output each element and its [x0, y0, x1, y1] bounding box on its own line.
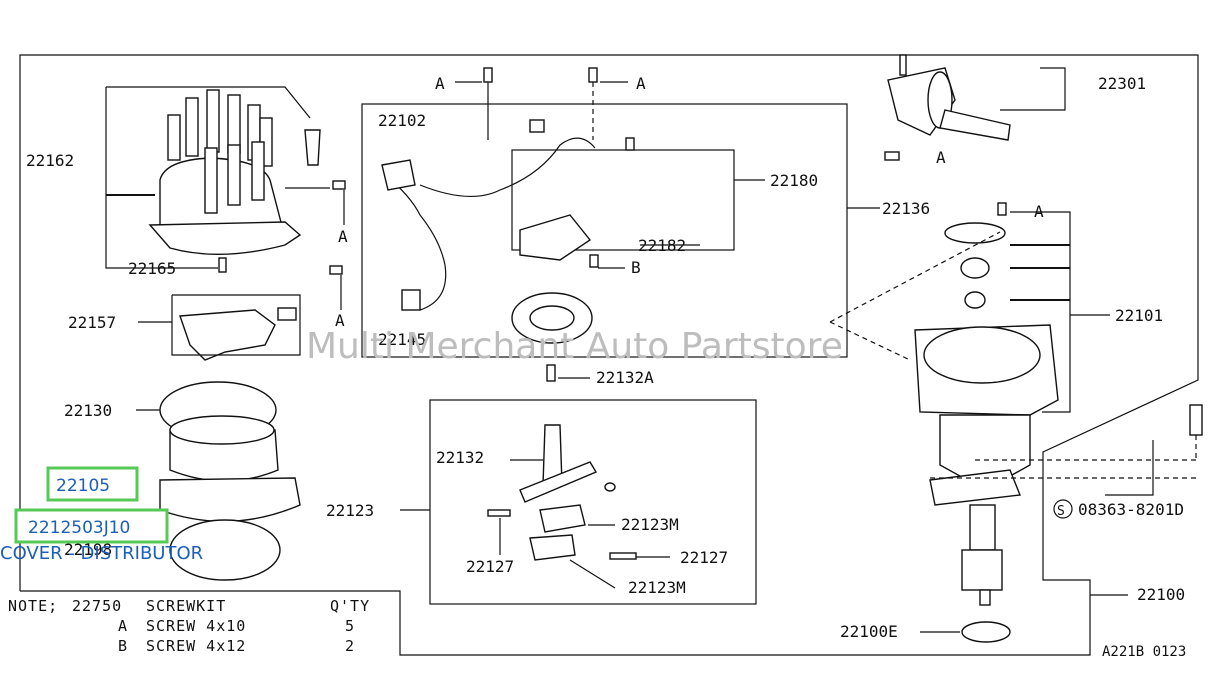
distributor-body	[914, 202, 1203, 643]
note-row-1-qty: 5	[345, 617, 355, 635]
module-group-box	[361, 103, 880, 358]
outer-frame	[19, 54, 1199, 656]
screw-letter-a-3: A	[338, 227, 348, 246]
housing	[159, 415, 301, 581]
note-row-1-desc: SCREW 4x10	[146, 617, 246, 635]
label-22145[interactable]: 22145	[378, 330, 426, 349]
label-22102[interactable]: 22102	[378, 111, 426, 130]
screw-a-top-right	[588, 67, 628, 140]
label-22198[interactable]: 22198	[64, 540, 112, 559]
screw-letter-a-6: A	[1034, 202, 1044, 221]
note-row-2-qty: 2	[345, 637, 355, 655]
note-row-1-letter: A	[118, 617, 128, 635]
label-22157[interactable]: 22157	[68, 313, 116, 332]
label-22127-a[interactable]: 22127	[466, 557, 514, 576]
screw-letter-b: B	[631, 258, 641, 277]
label-08363[interactable]: S 08363-8201D	[1053, 499, 1184, 519]
label-22123M-a[interactable]: 22123M	[621, 515, 679, 534]
label-22132A[interactable]: 22132A	[596, 368, 654, 387]
screw-a-left-1	[332, 180, 346, 225]
note-kit-name: SCREWKIT	[146, 597, 226, 615]
label-22123M-b[interactable]: 22123M	[628, 578, 686, 597]
governor-group-box	[400, 364, 757, 605]
figure-code: A221B 0123	[1102, 644, 1186, 660]
svg-text:08363-8201D: 08363-8201D	[1078, 500, 1184, 519]
note-row-2-desc: SCREW 4x12	[146, 637, 246, 655]
label-22100E[interactable]: 22100E	[840, 622, 898, 641]
note-qty-header: Q'TY	[330, 597, 370, 615]
note-row-2-letter: B	[118, 637, 128, 655]
highlight-2212503J10[interactable]: 2212503J10	[14, 508, 169, 544]
right-leaders	[920, 211, 1154, 633]
screw-b	[589, 254, 625, 269]
label-22182[interactable]: 22182	[638, 236, 686, 255]
highlight-22105[interactable]: 22105	[46, 466, 139, 502]
watermark: Multi Merchant Auto Partstore	[306, 326, 843, 367]
vacuum-advance	[884, 54, 1066, 161]
screw-a-top-left	[455, 67, 493, 140]
label-22162[interactable]: 22162	[26, 151, 74, 170]
label-22136[interactable]: 22136	[882, 199, 930, 218]
rotor	[138, 294, 301, 361]
label-22127-b[interactable]: 22127	[680, 548, 728, 567]
svg-text:22105: 22105	[56, 476, 110, 496]
distributor-cap	[105, 86, 330, 273]
screw-22180	[625, 137, 635, 151]
svg-text:2212503J10: 2212503J10	[28, 518, 130, 538]
assembly-dashed-lines	[829, 231, 1197, 479]
label-22123[interactable]: 22123	[326, 501, 374, 520]
screw-letter-a-2: A	[636, 74, 646, 93]
screwkit-note: NOTE; 22750 SCREWKIT Q'TY A SCREW 4x10 5…	[8, 597, 370, 655]
svg-text:S: S	[1057, 504, 1065, 519]
label-22132[interactable]: 22132	[436, 448, 484, 467]
screw-a-left-2	[329, 265, 343, 310]
screw-letter-a-4: A	[335, 311, 345, 330]
label-22180[interactable]: 22180	[770, 171, 818, 190]
screw-letter-a-1: A	[435, 74, 445, 93]
label-22165[interactable]: 22165	[128, 259, 176, 278]
label-22130[interactable]: 22130	[64, 401, 112, 420]
note-kit-code: 22750	[72, 597, 122, 615]
label-22100[interactable]: 22100	[1137, 585, 1185, 604]
label-22101[interactable]: 22101	[1115, 306, 1163, 325]
label-22301[interactable]: 22301	[1098, 74, 1146, 93]
pickup-coil-assembly	[381, 119, 596, 344]
note-prefix: NOTE;	[8, 597, 58, 615]
screw-letter-a-5: A	[936, 148, 946, 167]
caption-cover-distributor[interactable]: COVER - DISTRIBUTOR	[0, 543, 203, 564]
